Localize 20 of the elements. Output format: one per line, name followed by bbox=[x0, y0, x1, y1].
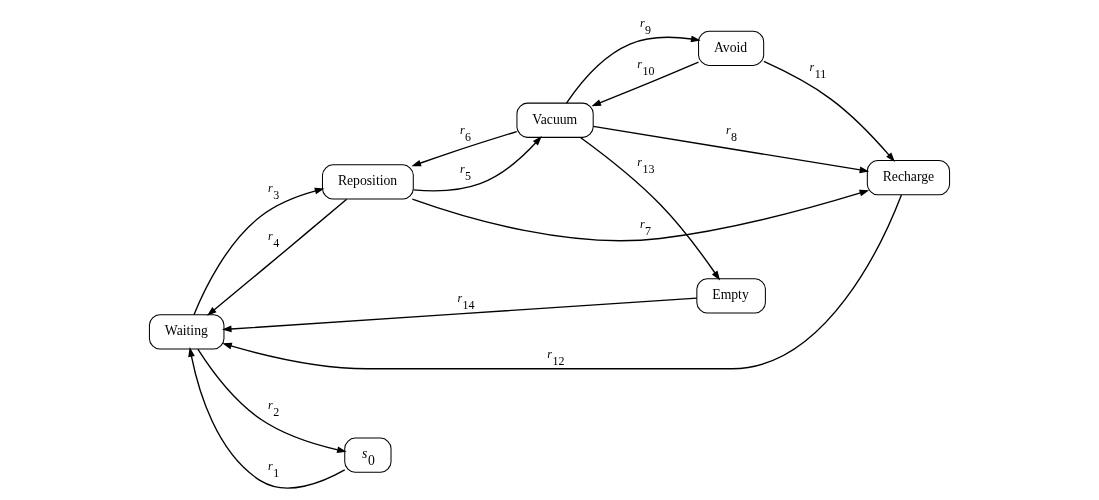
node-box: Vacuum bbox=[516, 102, 594, 138]
arrow bbox=[207, 198, 348, 316]
arrow bbox=[221, 297, 698, 333]
arrow bbox=[197, 348, 347, 453]
arrow bbox=[411, 130, 518, 167]
node-box: Recharge bbox=[866, 160, 951, 196]
arrow bbox=[565, 35, 701, 104]
node-box: Reposition bbox=[321, 164, 414, 200]
arrow bbox=[763, 60, 895, 162]
arrow bbox=[222, 194, 903, 370]
arrow bbox=[193, 187, 325, 316]
node-box: Waiting bbox=[148, 314, 225, 350]
node-box: Avoid bbox=[698, 30, 765, 66]
arrow bbox=[592, 125, 870, 174]
arrow bbox=[411, 189, 870, 242]
arrow bbox=[591, 61, 700, 107]
node-box: Empty bbox=[696, 278, 766, 314]
arrow bbox=[579, 136, 721, 281]
arrow bbox=[188, 347, 346, 489]
arrow bbox=[412, 136, 542, 192]
